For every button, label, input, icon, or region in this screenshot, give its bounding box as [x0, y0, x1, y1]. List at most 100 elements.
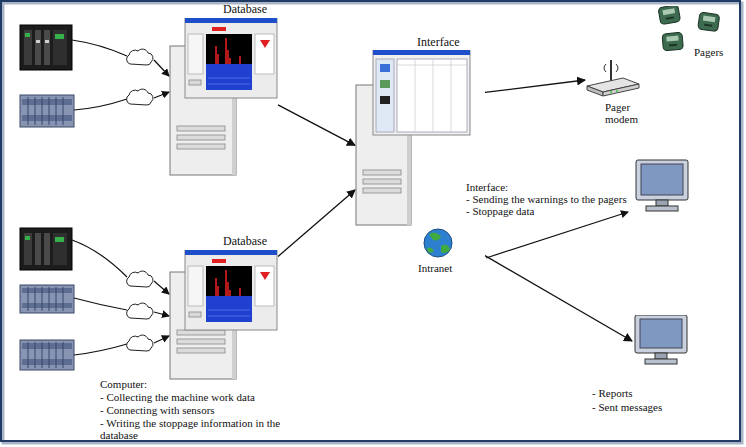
- antenna: [610, 60, 612, 82]
- app-icon: [380, 96, 390, 104]
- node-text: - Writing the stoppage information in th…: [100, 417, 300, 441]
- drive-slot: [177, 135, 225, 140]
- status-button: [212, 259, 226, 263]
- globe-land: [427, 232, 450, 253]
- drive-slot: [363, 179, 401, 184]
- monitor-arrow: [486, 212, 628, 258]
- plc-black: [20, 228, 72, 270]
- network-cloud: [127, 335, 153, 351]
- monitor-base: [645, 359, 677, 364]
- network-cloud: [127, 49, 153, 65]
- modem-led: [610, 91, 612, 93]
- node-text: - Sending the warnings to the pagers: [466, 193, 627, 205]
- connector-arrow: [278, 105, 355, 145]
- chart-area: [206, 34, 252, 90]
- radio-waves: [604, 64, 618, 72]
- plc-blue: [20, 340, 74, 370]
- plc-black: [20, 25, 72, 70]
- monitor-stand: [655, 353, 667, 359]
- connector-arrow: [485, 256, 632, 341]
- warning-mark: [260, 40, 270, 48]
- title-bar: [185, 18, 277, 23]
- pager-modem: Pager modem: [585, 58, 641, 98]
- side-panel: [188, 34, 203, 74]
- network-cloud: [127, 89, 153, 105]
- title-bar: [185, 250, 277, 255]
- node-text: Computer:: [100, 378, 147, 390]
- node-heading: Database: [223, 2, 267, 16]
- chart-band: [206, 296, 252, 322]
- modem-front: [603, 84, 639, 96]
- chart-grid: [208, 310, 250, 316]
- chart-grid: [208, 78, 250, 84]
- computer-picture: [168, 18, 278, 176]
- legend-panel: [255, 266, 274, 306]
- drive-slot: [177, 144, 225, 149]
- screen-window: [373, 50, 470, 135]
- network-cloud: [127, 271, 153, 287]
- network-label: Intranet: [418, 262, 452, 274]
- drive-slot: [363, 188, 401, 193]
- modem-side: [587, 86, 603, 96]
- plc-blue: [20, 285, 74, 313]
- title-bar: [373, 50, 470, 55]
- frame-shadow: [3, 3, 742, 443]
- connector-arrow: [485, 80, 585, 92]
- pager: [698, 12, 720, 32]
- interface-computer: InterfaceInterface:- Sending the warning…: [355, 50, 485, 262]
- plc-blue: [20, 95, 74, 127]
- window-button: [189, 312, 201, 317]
- app-icon: [380, 64, 390, 72]
- drive-slot: [363, 170, 401, 175]
- intranet-globe: [424, 229, 452, 257]
- monitor-picture: [632, 315, 690, 367]
- modem-led: [616, 90, 618, 92]
- app-icon: [380, 80, 390, 88]
- drive-slot: [177, 330, 225, 335]
- window-button: [189, 80, 201, 85]
- pager: [662, 32, 683, 51]
- node-text: Pagers: [694, 46, 723, 58]
- computer-picture: [168, 250, 278, 380]
- computer-picture: [355, 50, 485, 262]
- monitor: [636, 160, 688, 211]
- drive-slot: [177, 348, 225, 353]
- sensor-wires: [72, 40, 169, 355]
- node-text: - Stoppage data: [466, 205, 534, 217]
- side-panel: [188, 266, 203, 306]
- drive-slot: [177, 126, 225, 131]
- screen-window: [185, 250, 277, 330]
- status-button: [212, 27, 226, 31]
- node-text: - Sent messages: [592, 401, 662, 413]
- pagers-picture: [648, 6, 738, 58]
- message-list: [397, 59, 467, 132]
- frame: [1, 1, 740, 441]
- icon-pane: [376, 59, 394, 132]
- node-text: Pager modem: [605, 101, 645, 125]
- drive-slot: [177, 339, 225, 344]
- modem-picture: [585, 58, 641, 98]
- chart-area: [206, 266, 252, 322]
- monitor-screen: [640, 319, 682, 348]
- screen-window: [185, 18, 277, 98]
- node-text: - Collecting the machine work data: [100, 391, 255, 403]
- pagers: Pagers: [648, 6, 738, 58]
- chart-spikes: [216, 270, 240, 296]
- database-computer: DatabaseComputer:- Collecting the machin…: [168, 250, 278, 380]
- node-text: Interface:: [466, 181, 508, 193]
- warning-mark: [260, 272, 270, 280]
- node-heading: Interface: [417, 35, 460, 49]
- chart-band: [206, 64, 252, 90]
- node-text: - Reports: [592, 387, 633, 399]
- network-cloud: [127, 303, 153, 319]
- connector-arrow: [278, 190, 355, 257]
- chart-spikes: [216, 38, 240, 64]
- legend-panel: [255, 34, 274, 74]
- report-monitor: - Reports- Sent messages: [632, 315, 690, 367]
- pager: [658, 6, 681, 25]
- node-text: - Connecting with sensors: [100, 404, 215, 416]
- list-grid: [397, 59, 467, 132]
- monitor-bezel: [635, 315, 687, 353]
- database-computer: Database: [168, 18, 278, 176]
